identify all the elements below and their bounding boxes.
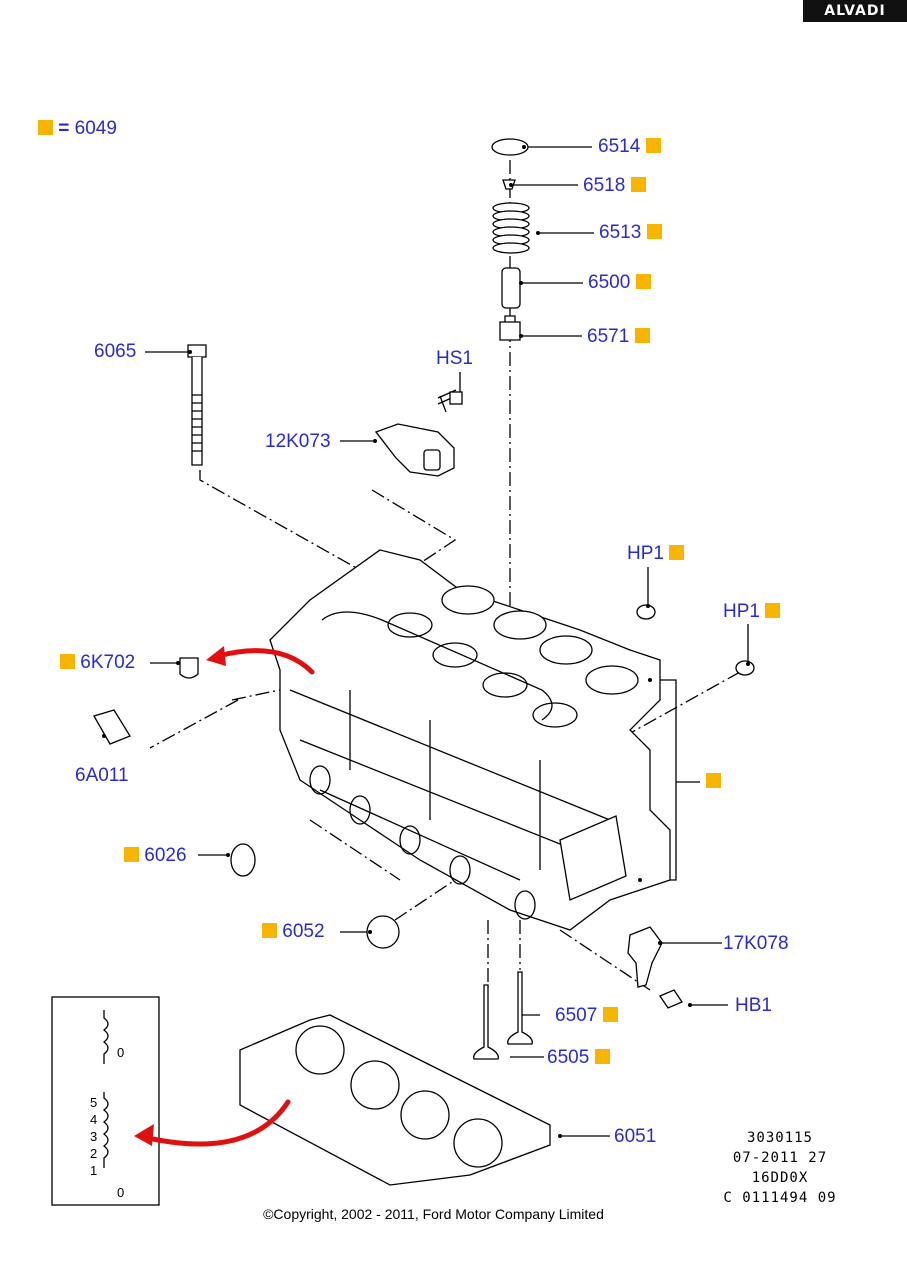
label-6052: 6052 — [262, 922, 325, 942]
bush-6a011-shape — [93, 709, 131, 745]
label-6k702: 6K702 — [60, 653, 135, 673]
marker-square-icon — [38, 120, 53, 135]
reference-line: 16DD0X — [751, 1170, 809, 1186]
gasket-notch-upper — [102, 1010, 109, 1064]
label-6051: 6051 — [614, 1126, 657, 1147]
reference-line: C 0111494 09 — [723, 1190, 837, 1206]
marker-square-icon — [594, 1049, 610, 1064]
arrow-6k702-head-icon — [206, 646, 226, 666]
bracket-17k078-shape — [627, 926, 663, 988]
label-6513: 6513 — [599, 223, 662, 243]
alignment-lines — [149, 160, 741, 991]
valve-6507-shape — [507, 971, 533, 1045]
marker-square-icon — [602, 1007, 618, 1022]
label-bracket-marker — [706, 772, 721, 792]
label-6518: 6518 — [583, 176, 646, 196]
marker-square-icon — [60, 654, 75, 669]
label-6026: 6026 — [124, 846, 187, 866]
label-6505: 6505 — [547, 1048, 610, 1068]
label-6065: 6065 — [94, 341, 137, 362]
label-17k078: 17K078 — [723, 933, 789, 954]
leader-lines — [145, 146, 749, 1137]
plug-6052-shape — [366, 915, 400, 949]
label-12k073: 12K073 — [265, 431, 331, 452]
valve-spring-shape — [492, 202, 530, 254]
arrow-gasket — [145, 1099, 291, 1147]
tappet-shape — [501, 267, 521, 309]
seal-6026-shape — [230, 843, 256, 877]
label-6507: 6507 — [555, 1006, 618, 1026]
marker-square-icon — [669, 545, 685, 560]
retainer-shape — [491, 138, 529, 156]
plug-6k702-shape — [179, 657, 199, 679]
cylinder-head-shape — [269, 549, 671, 931]
marker-square-icon — [706, 773, 721, 788]
reference-block: 3030115 07-2011 27 16DD0X C 0111494 09 — [715, 1128, 845, 1208]
head-gasket-shape — [239, 1014, 551, 1186]
seq-bottom-zero: 0 — [117, 1185, 125, 1200]
reference-line: 07-2011 27 — [732, 1150, 828, 1166]
seq-3: 3 — [90, 1129, 98, 1144]
seq-5: 5 — [90, 1095, 98, 1110]
seq-4: 4 — [90, 1112, 98, 1127]
leader-dots — [102, 145, 750, 1138]
label-6a011: 6A011 — [75, 765, 129, 786]
valve-seal-shape — [499, 315, 521, 341]
label-6571: 6571 — [587, 327, 650, 347]
marker-square-icon — [645, 138, 661, 153]
bolt-hb1-shape — [659, 989, 683, 1009]
legend-key: = 6049 — [38, 118, 117, 140]
label-6500: 6500 — [588, 273, 651, 293]
reference-line: 3030115 — [746, 1130, 813, 1146]
collet-shape — [502, 179, 516, 190]
label-hp1-lower: HP1 — [723, 602, 781, 622]
arrow-6k702 — [215, 648, 315, 675]
valve-6505-shape — [473, 984, 499, 1060]
label-hp1-upper: HP1 — [627, 544, 685, 564]
plug-hp1-upper-shape — [636, 604, 656, 620]
brand-logo: ALVADI — [803, 0, 907, 22]
head-bolt-shape — [187, 344, 207, 466]
marker-square-icon — [262, 923, 277, 938]
gasket-notch-lower — [102, 1092, 109, 1168]
seq-2: 2 — [90, 1146, 98, 1161]
copyright-notice: ©Copyright, 2002 - 2011, Ford Motor Comp… — [263, 1206, 604, 1222]
label-hs1: HS1 — [436, 348, 473, 369]
seq-top-zero: 0 — [117, 1045, 125, 1060]
marker-square-icon — [635, 274, 651, 289]
marker-square-icon — [634, 328, 650, 343]
seq-1: 1 — [90, 1163, 98, 1178]
marker-square-icon — [630, 177, 646, 192]
arrow-gasket-head-icon — [134, 1124, 154, 1146]
marker-square-icon — [124, 847, 139, 862]
legend-equals: = — [58, 118, 70, 139]
legend-code: 6049 — [74, 118, 117, 139]
label-6514: 6514 — [598, 137, 661, 157]
marker-square-icon — [646, 224, 662, 239]
sensor-shape — [374, 389, 463, 477]
plug-hp1-lower-shape — [735, 660, 755, 676]
marker-square-icon — [765, 603, 781, 618]
label-hb1: HB1 — [735, 995, 772, 1016]
